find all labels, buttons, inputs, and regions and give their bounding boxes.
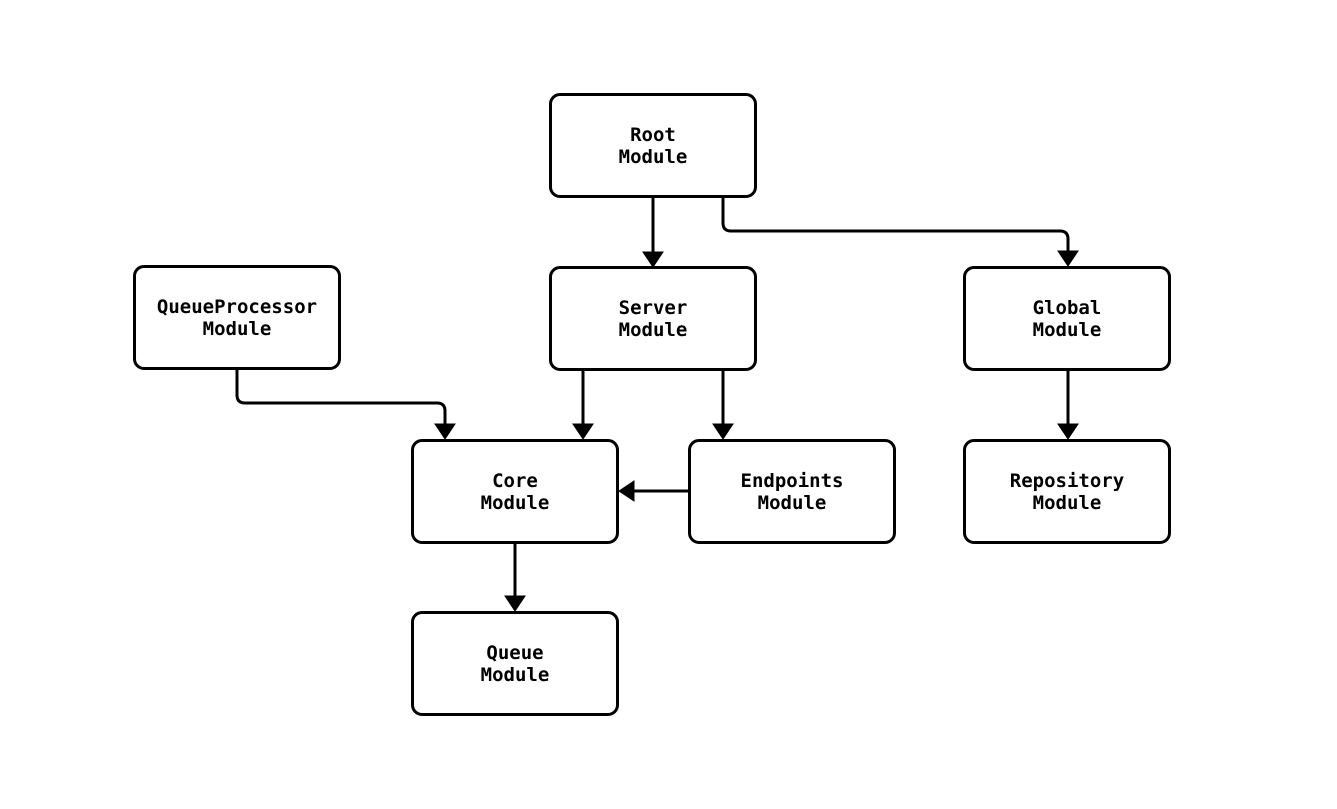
node-label-line2: Module [202, 317, 272, 340]
edge-global-to-repository [1057, 371, 1079, 440]
node-core-module: Core Module [411, 439, 619, 544]
node-repository-module: Repository Module [963, 439, 1171, 544]
node-label-line1: Server [618, 296, 688, 319]
node-label-line2: Module [757, 491, 827, 514]
edge-endpoints-to-core [618, 480, 688, 502]
node-label-line2: Module [480, 663, 550, 686]
edge-server-to-endpoints [712, 371, 734, 440]
edge-queue-processor-to-core [235, 370, 456, 440]
node-root-module: Root Module [549, 93, 757, 198]
node-label-line1: Repository [1009, 469, 1125, 492]
node-label-line1: Global [1032, 296, 1102, 319]
edge-root-to-global [721, 198, 1079, 267]
node-queue-processor-module: QueueProcessor Module [133, 265, 341, 370]
node-label-line1: Queue [486, 641, 544, 664]
node-label-line2: Module [618, 318, 688, 341]
edge-root-to-server [642, 198, 664, 268]
node-label-line2: Module [1032, 318, 1102, 341]
node-label-line1: QueueProcessor [156, 295, 318, 318]
node-label-line1: Root [630, 123, 676, 146]
edge-core-to-queue [504, 544, 526, 612]
node-label-line1: Core [492, 469, 538, 492]
node-global-module: Global Module [963, 266, 1171, 371]
node-endpoints-module: Endpoints Module [688, 439, 896, 544]
node-server-module: Server Module [549, 266, 757, 371]
node-label-line2: Module [618, 145, 688, 168]
node-label-line2: Module [1032, 491, 1102, 514]
node-queue-module: Queue Module [411, 611, 619, 716]
edge-server-to-core [572, 371, 594, 440]
node-label-line2: Module [480, 491, 550, 514]
node-label-line1: Endpoints [740, 469, 844, 492]
